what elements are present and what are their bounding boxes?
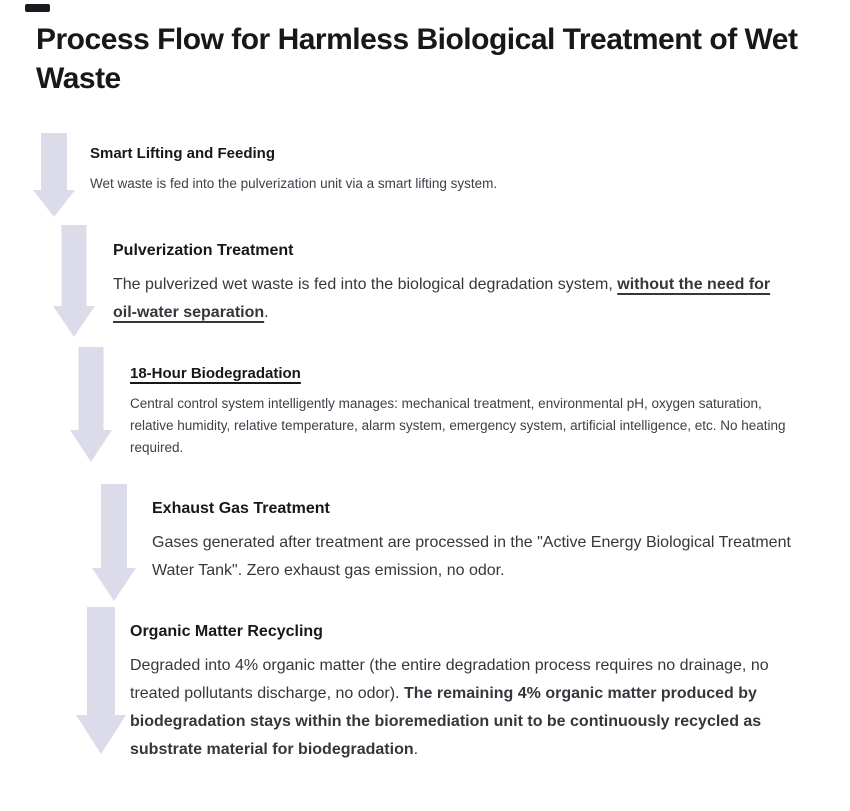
step-title: 18-Hour Biodegradation (130, 365, 301, 382)
step-text-block: Pulverization Treatment The pulverized w… (113, 240, 785, 327)
description-segment: without the need for oil-water separatio… (113, 276, 771, 321)
down-arrow-icon (33, 133, 75, 217)
step-description: The pulverized wet waste is fed into the… (113, 271, 785, 327)
step-description: Wet waste is fed into the pulverization … (90, 173, 780, 195)
step-title: Exhaust Gas Treatment (152, 500, 330, 517)
down-arrow-icon (92, 484, 136, 601)
step-title: Organic Matter Recycling (130, 623, 323, 640)
clipped-ui-fragment (25, 4, 50, 12)
description-segment: Central control system intelligently man… (130, 396, 786, 455)
step-text-block: Exhaust Gas Treatment Gases generated af… (152, 498, 792, 585)
description-segment: . (264, 304, 269, 321)
down-arrow-icon (70, 347, 112, 462)
step-description: Gases generated after treatment are proc… (152, 529, 792, 585)
description-segment: Wet waste is fed into the pulverization … (90, 176, 498, 191)
description-segment: Degraded into 4% organic matter (the ent… (130, 657, 769, 702)
down-arrow-icon (76, 607, 126, 754)
down-arrow-icon (53, 225, 95, 337)
step-title: Smart Lifting and Feeding (90, 145, 276, 162)
step-description: Degraded into 4% organic matter (the ent… (130, 652, 794, 764)
step-text-block: 18-Hour Biodegradation Central control s… (130, 363, 806, 459)
page-title: Process Flow for Harmless Biological Tre… (36, 23, 798, 95)
description-segment: The remaining 4% organic matter produced… (130, 685, 762, 758)
description-segment: . (413, 741, 419, 758)
step-title: Pulverization Treatment (113, 242, 294, 259)
description-segment: Gases generated after treatment are proc… (152, 534, 791, 579)
description-segment: The pulverized wet waste is fed into the… (113, 276, 618, 293)
step-text-block: Smart Lifting and Feeding Wet waste is f… (90, 143, 780, 195)
step-description: Central control system intelligently man… (130, 393, 806, 459)
step-text-block: Organic Matter Recycling Degraded into 4… (130, 621, 794, 764)
